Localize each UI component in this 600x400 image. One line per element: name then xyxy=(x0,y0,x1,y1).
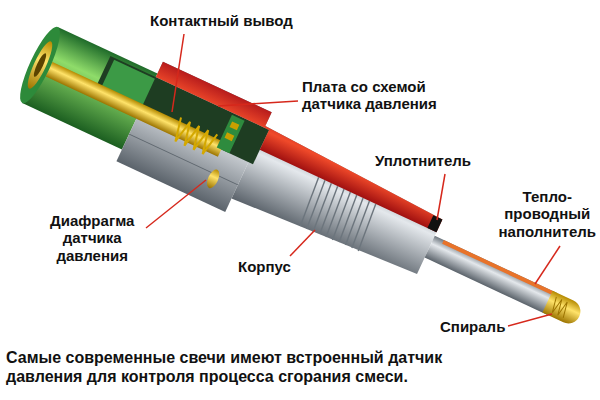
spring xyxy=(171,118,217,157)
leader-line xyxy=(172,34,184,112)
leader-line xyxy=(290,230,315,256)
spiral-coil xyxy=(550,297,570,318)
diaphragm xyxy=(204,168,222,190)
board-chip xyxy=(230,121,240,130)
part-label: Плата со схемой датчика давления xyxy=(302,78,457,113)
part-label: Корпус xyxy=(238,258,291,275)
board-chip xyxy=(225,132,235,141)
connector-socket xyxy=(24,39,57,91)
part-label: Уплотнитель xyxy=(375,152,471,169)
contact-pin xyxy=(46,62,225,157)
caption: Самые современные свечи имеют встроенный… xyxy=(6,348,486,386)
part-label: Контактный вывод xyxy=(150,12,293,29)
filler xyxy=(442,240,554,295)
socket-hole xyxy=(32,52,48,78)
leader-lines xyxy=(146,34,560,326)
part-label: Диафрагма датчика давления xyxy=(50,212,134,264)
glow-plug xyxy=(8,11,600,366)
sheath xyxy=(425,236,557,315)
leader-line xyxy=(437,174,445,220)
leader-line xyxy=(146,180,206,228)
thread-line xyxy=(348,201,373,248)
spiral-tip xyxy=(542,291,584,328)
leader-line xyxy=(508,314,552,326)
leader-line xyxy=(535,246,560,284)
thread-line xyxy=(355,204,380,251)
seal xyxy=(427,215,442,232)
leader-line xyxy=(218,101,298,106)
connector-face xyxy=(13,23,67,108)
sensor-board xyxy=(217,115,245,154)
part-label: Тепло- проводный наполнитель xyxy=(499,188,597,240)
part-label: Спираль xyxy=(440,318,505,335)
